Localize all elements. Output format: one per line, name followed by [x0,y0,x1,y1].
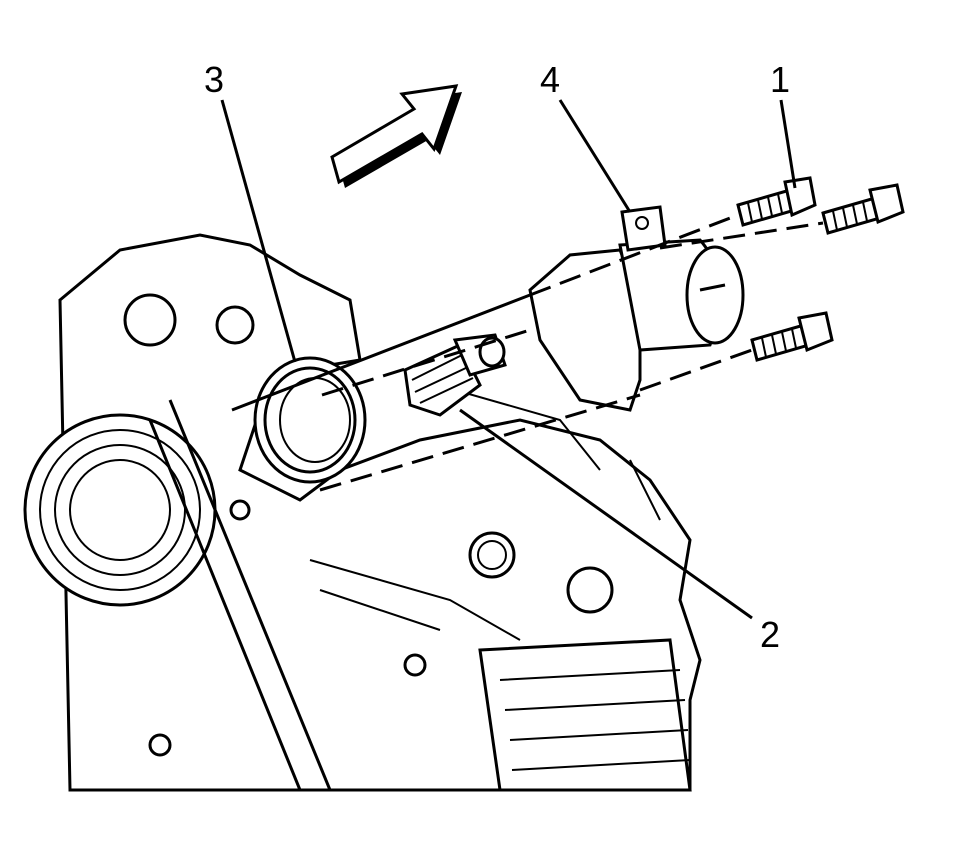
alignment-lines [231,213,824,492]
leader-line-4 [558,99,632,213]
front-arrow-icon [330,84,462,188]
leader-line-2 [459,408,753,620]
engine-block [23,233,702,792]
callout-label-3: 3 [204,59,224,100]
callout-label-2: 2 [760,614,780,655]
bolt [736,176,817,227]
callout-2: 2 [459,408,780,655]
leader-line-3 [220,99,297,363]
callout-label-4: 4 [540,59,560,100]
leader-line-1 [779,99,797,189]
callout-1: 1 [770,59,797,189]
callout-4: 4 [540,59,632,213]
callout-3: 3 [204,59,297,363]
bolts [736,176,905,362]
seal [253,356,367,484]
thermostat [403,333,507,417]
bolt [821,183,905,235]
callout-label-1: 1 [770,59,790,100]
bolt [750,311,834,362]
thermostat-housing [528,205,745,412]
